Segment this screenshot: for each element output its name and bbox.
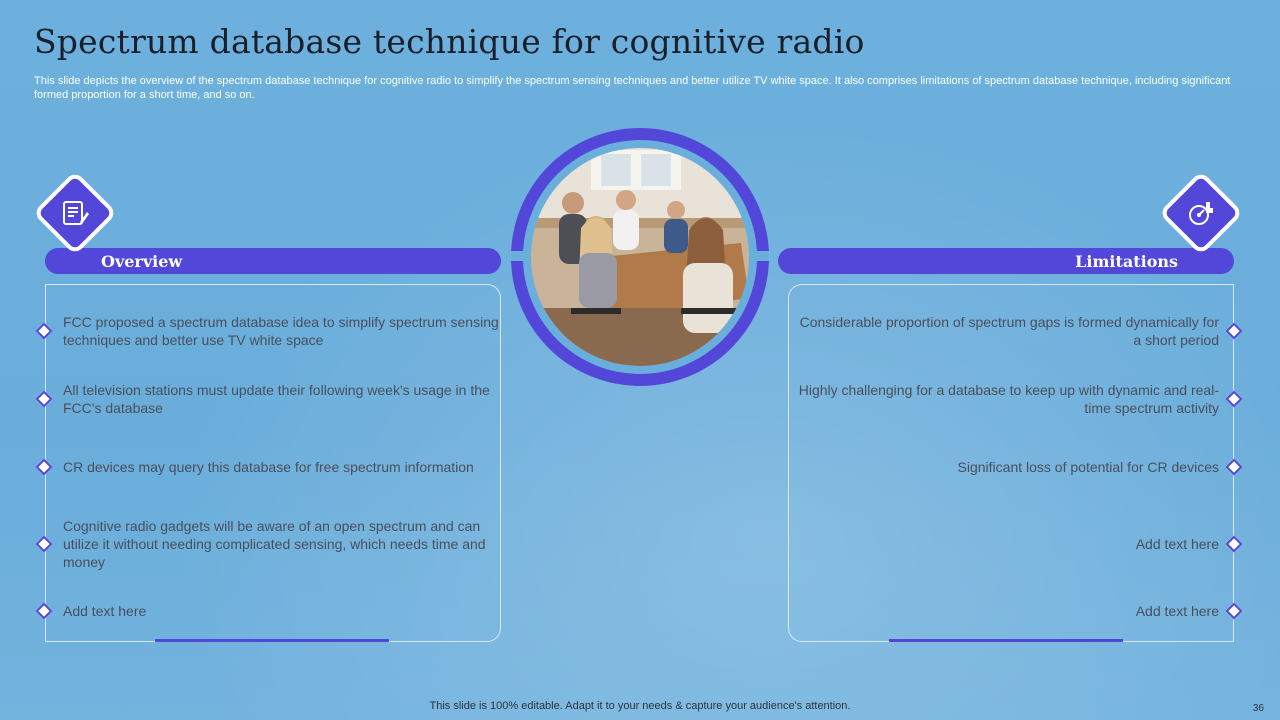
overview-item-4: Cognitive radio gadgets will be aware of…: [63, 518, 486, 570]
overview-accent-line: [155, 639, 389, 642]
page-number: 36: [1252, 703, 1264, 714]
team-meeting-illustration: [531, 148, 749, 366]
document-edit-icon: [63, 201, 89, 225]
limitations-item-5: Add text here: [1135, 603, 1219, 619]
overview-item-3: CR devices may query this database for f…: [63, 459, 474, 475]
slide-subtitle: This slide depicts the overview of the s…: [34, 75, 1231, 101]
limitations-item-4: Add text here: [1135, 536, 1219, 552]
limitations-item-2: Highly challenging for a database to kee…: [798, 382, 1219, 416]
slide-footer: This slide is 100% editable. Adapt it to…: [429, 700, 851, 712]
limitations-accent-line: [889, 639, 1123, 642]
overview-item-5: Add text here: [63, 603, 147, 619]
overview-item-2: All television stations must update thei…: [63, 382, 490, 416]
overview-header-bar: Overview: [45, 248, 501, 274]
overview-item-1: FCC proposed a spectrum database idea to…: [63, 314, 499, 348]
limitations-icon-badge: [1158, 170, 1244, 256]
speedometer-hand-icon: [1189, 202, 1213, 225]
limitations-item-1: Considerable proportion of spectrum gaps…: [799, 314, 1219, 348]
overview-heading: Overview: [101, 252, 183, 271]
limitations-item-3: Significant loss of potential for CR dev…: [957, 459, 1219, 475]
team-meeting-photo: [531, 148, 749, 366]
slide-title: Spectrum database technique for cognitiv…: [34, 22, 865, 61]
overview-icon-badge: [32, 170, 118, 256]
limitations-heading: Limitations: [1075, 252, 1178, 271]
limitations-header-bar: Limitations: [778, 248, 1234, 274]
